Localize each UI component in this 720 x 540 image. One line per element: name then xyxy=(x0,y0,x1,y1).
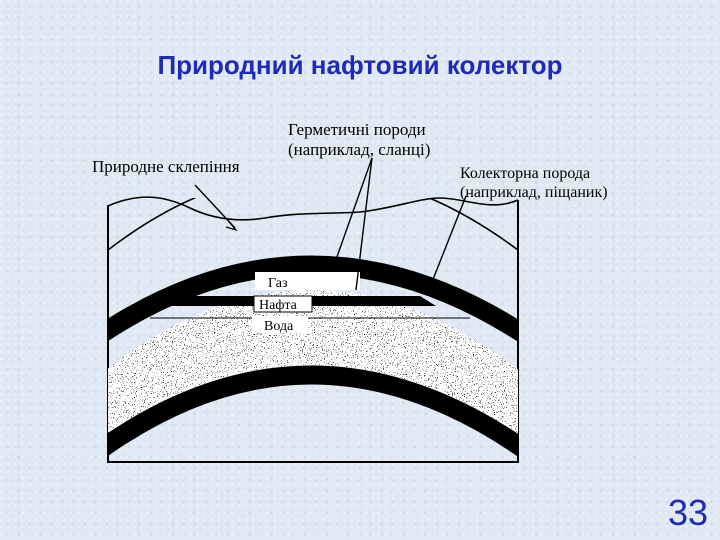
pointer-seal-1 xyxy=(332,157,373,269)
label-seal-rocks-1: Герметичні породи xyxy=(288,120,426,139)
natural-vault-line xyxy=(108,198,518,251)
reservoir-rock-layer xyxy=(108,290,518,440)
label-natural-vault: Природне склепіння xyxy=(92,157,240,176)
slide-title: Природний нафтовий колектор xyxy=(157,50,563,80)
label-water: Вода xyxy=(264,319,294,334)
page-number: 33 xyxy=(667,492,708,533)
pointer-vault xyxy=(194,184,236,229)
label-seal-rocks-2: (наприклад, сланці) xyxy=(288,140,430,159)
label-oil: Нафта xyxy=(259,298,298,313)
pointer-seal-2 xyxy=(355,157,373,291)
pointer-reservoir xyxy=(427,195,467,293)
seal-rock-lower xyxy=(108,365,518,457)
label-gas: Газ xyxy=(268,276,288,291)
gas-zone xyxy=(255,272,360,290)
seal-rock-upper xyxy=(108,255,518,342)
label-reservoir-rock-2: (наприклад, піщаник) xyxy=(460,184,608,201)
geology-block xyxy=(107,157,519,463)
label-reservoir-rock-1: Колекторна порода xyxy=(460,165,590,182)
ground-surface xyxy=(107,196,519,221)
